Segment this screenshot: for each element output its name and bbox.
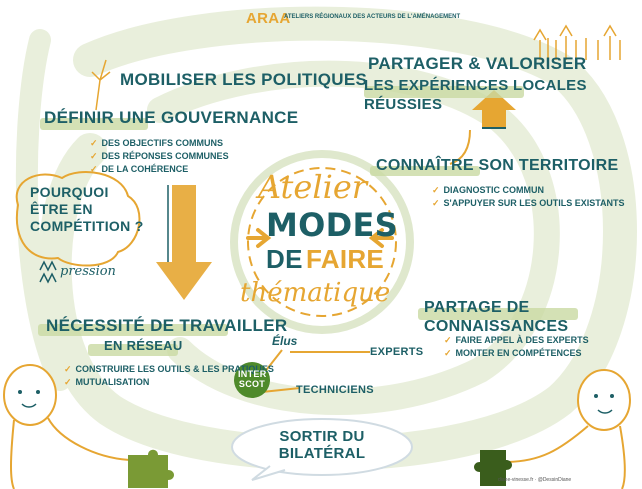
interscot-line-1: inter bbox=[238, 369, 267, 379]
interscot-line-2: SCOT bbox=[238, 379, 266, 389]
list-item: ✓Monter en compétences bbox=[444, 348, 582, 358]
actor-experts: Experts bbox=[370, 346, 424, 358]
valoriser-heading-1: Partager & valoriser bbox=[368, 54, 587, 73]
valoriser-highlight bbox=[364, 86, 524, 98]
competition-bubble: Pourquoi être en compétition ? bbox=[30, 184, 144, 235]
gouvernance-heading: Définir une gouvernance bbox=[44, 108, 299, 127]
list-item: ✓Construire les outils & les pratiques bbox=[64, 364, 274, 374]
valoriser-heading-2: les expériences locales réussies bbox=[364, 77, 587, 113]
list-item: ✓De la cohérence bbox=[90, 164, 189, 174]
bilateral-line-2: bilatéral bbox=[278, 445, 366, 462]
connaitre-list: ✓Diagnostic commun ✓S'appuyer sur les ou… bbox=[432, 184, 625, 210]
reseau-list: ✓Construire les outils & les pratiques ✓… bbox=[64, 363, 274, 389]
reseau-highlight-1 bbox=[38, 324, 228, 336]
gouvernance-list: ✓Des objectifs communs ✓Des réponses com… bbox=[90, 137, 229, 176]
araa-logo: ARAA bbox=[246, 10, 291, 27]
list-item: ✓Des objectifs communs bbox=[90, 138, 224, 148]
bilateral-line-1: Sortir du bbox=[279, 428, 365, 445]
connaissances-heading: Partage de connaissances bbox=[424, 299, 569, 335]
center-modes: MODES bbox=[266, 206, 399, 244]
connaitre-highlight bbox=[370, 166, 480, 176]
gouvernance-highlight bbox=[40, 118, 148, 130]
actor-techniciens: Techniciens bbox=[296, 384, 374, 396]
center-faire: FAIRE bbox=[306, 244, 385, 274]
competition-line-3: compétition ? bbox=[30, 218, 144, 234]
footer-credit: diane-vinesse.fr · @DessinDiane bbox=[498, 477, 572, 483]
reseau-heading-2: en réseau bbox=[104, 338, 183, 353]
mobiliser-heading: Mobiliser les politiques bbox=[120, 70, 368, 89]
list-item: ✓Des réponses communes bbox=[90, 151, 229, 161]
list-item: ✓S'appuyer sur les outils existants bbox=[432, 198, 625, 208]
connaissances-highlight bbox=[418, 308, 578, 320]
actor-elus: Élus bbox=[272, 334, 298, 348]
header-subtitle: Ateliers Régionaux des Acteurs de l'Amén… bbox=[284, 14, 461, 20]
competition-line-1: Pourquoi bbox=[30, 184, 109, 200]
center-thematique: thématique bbox=[240, 278, 391, 308]
bilateral-bubble: Sortir du bilatéral bbox=[262, 428, 382, 462]
reseau-heading-1: Nécessité de travailler bbox=[46, 316, 288, 335]
center-de: DE bbox=[266, 244, 303, 274]
interscot-badge: inter SCOT bbox=[238, 369, 266, 389]
competition-line-2: être en bbox=[30, 201, 93, 217]
pression-label: pression bbox=[60, 264, 116, 279]
connaissances-list: ✓Faire appel à des experts ✓Monter en co… bbox=[444, 334, 589, 360]
reseau-highlight-2 bbox=[88, 344, 178, 356]
list-item: ✓Diagnostic commun bbox=[432, 185, 545, 195]
center-atelier: Atelier bbox=[258, 168, 368, 206]
list-item: ✓Faire appel à des experts bbox=[444, 335, 589, 345]
connaitre-heading: Connaître son territoire bbox=[376, 157, 619, 174]
list-item: ✓Mutualisation bbox=[64, 377, 150, 387]
